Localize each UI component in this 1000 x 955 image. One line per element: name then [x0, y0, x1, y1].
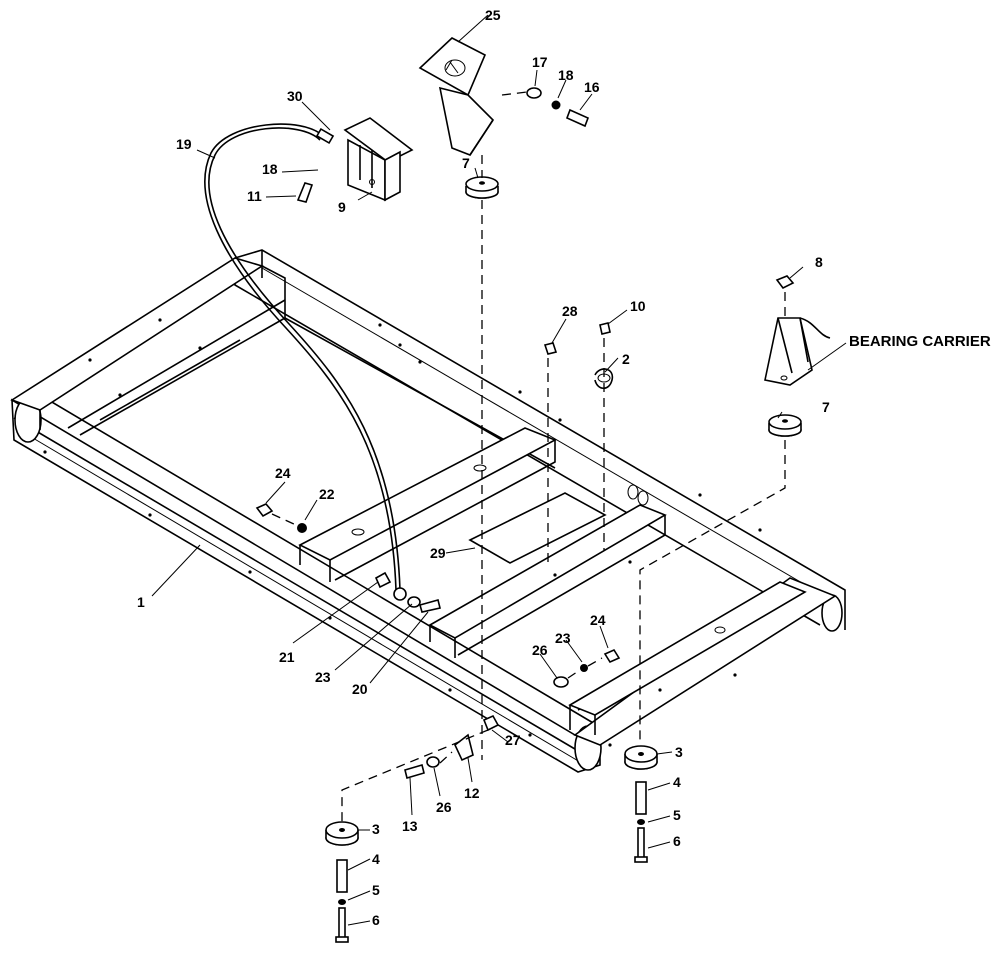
label-part-1: 1	[137, 594, 145, 610]
label-part-21: 21	[279, 649, 295, 665]
part-25-bracket	[418, 37, 495, 156]
label-part-3-right: 3	[675, 744, 683, 760]
label-part-13: 13	[402, 818, 418, 834]
label-part-19: 19	[176, 136, 192, 152]
label-part-2: 2	[622, 351, 630, 367]
label-part-6-right: 6	[673, 833, 681, 849]
label-part-17: 17	[532, 54, 548, 70]
label-part-24-right: 24	[590, 612, 606, 628]
label-part-7-top: 7	[462, 155, 470, 171]
label-part-23-right: 23	[555, 630, 571, 646]
label-part-24-left: 24	[275, 465, 291, 481]
label-part-26-lower: 26	[436, 799, 452, 815]
label-part-23-left: 23	[315, 669, 331, 685]
label-part-20: 20	[352, 681, 368, 697]
main-frame	[10, 249, 846, 773]
label-part-25: 25	[485, 7, 501, 23]
label-part-10: 10	[630, 298, 646, 314]
label-part-29: 29	[430, 545, 446, 561]
label-part-7-right: 7	[822, 399, 830, 415]
label-part-30: 30	[287, 88, 303, 104]
label-part-8: 8	[815, 254, 823, 270]
label-part-18-top: 18	[558, 67, 574, 83]
label-part-22: 22	[319, 486, 335, 502]
label-part-28: 28	[562, 303, 578, 319]
hardware	[255, 87, 831, 943]
part-19-cable	[204, 123, 407, 601]
label-part-18-left: 18	[262, 161, 278, 177]
label-part-12: 12	[464, 785, 480, 801]
label-part-16: 16	[584, 79, 600, 95]
label-part-9: 9	[338, 199, 346, 215]
callout-labels: 1 2 3 3 4 4 5 5 6 6 7 7 8 9 10 11 12 13 …	[137, 7, 991, 928]
leader-lines	[151, 14, 847, 926]
label-part-26-right: 26	[532, 642, 548, 658]
label-part-6-left: 6	[372, 912, 380, 928]
assembly-lines	[271, 91, 786, 822]
label-part-3-left: 3	[372, 821, 380, 837]
label-part-5-right: 5	[673, 807, 681, 823]
label-part-27: 27	[505, 732, 521, 748]
label-part-5-left: 5	[372, 882, 380, 898]
label-bearing-carrier: BEARING CARRIER	[849, 333, 991, 350]
label-part-11: 11	[247, 188, 262, 204]
label-part-4-right: 4	[673, 774, 681, 790]
part-9-bracket	[343, 117, 414, 202]
label-part-4-left: 4	[372, 851, 380, 867]
